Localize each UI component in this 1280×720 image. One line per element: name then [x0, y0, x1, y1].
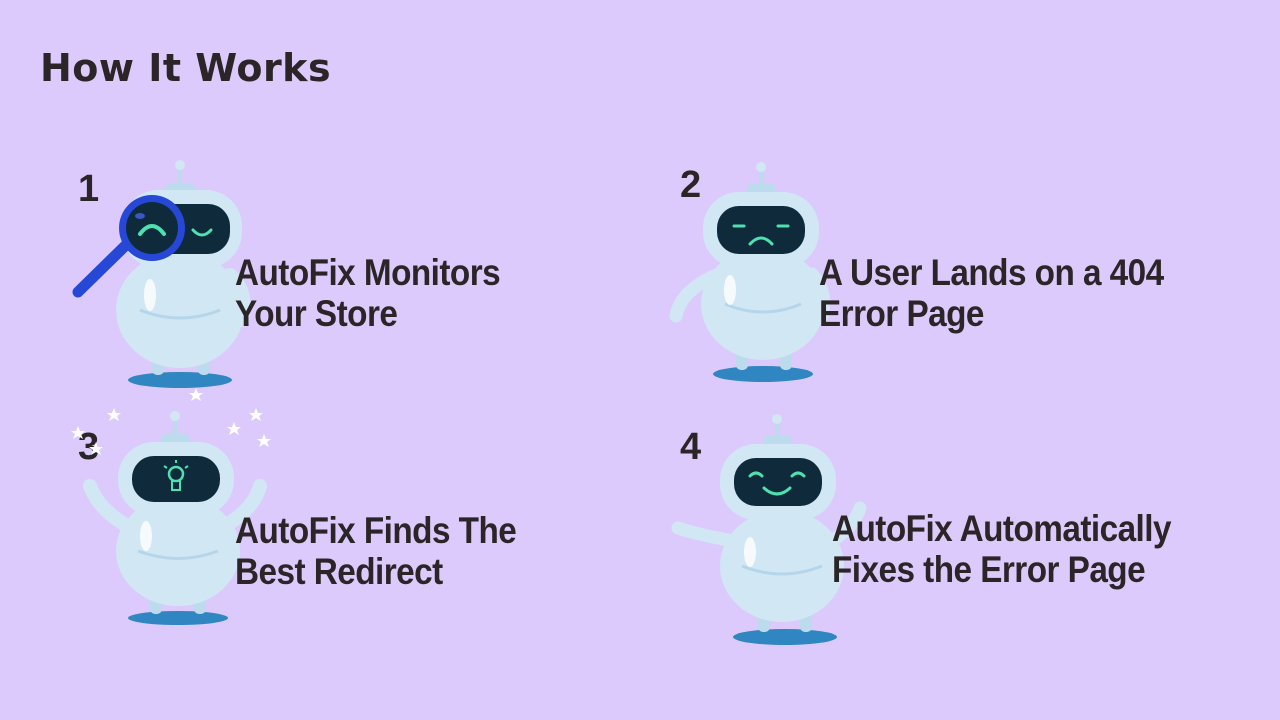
page-title: How It Works	[40, 46, 332, 90]
step-number: 1	[78, 168, 100, 210]
step-number: 4	[680, 426, 702, 468]
step-number: 3	[78, 426, 100, 468]
step-3: 3 AutoFix Finds The Best Redirect	[71, 380, 638, 640]
step-label: AutoFix Finds The Best Redirect	[235, 510, 517, 592]
step-2: 2 A User Lands on a 404 Error Page	[669, 160, 1240, 420]
step-label: AutoFix Automatically Fixes the Error Pa…	[832, 508, 1172, 590]
robot-lightbulb-idea-icon	[71, 388, 271, 625]
sad-robot-icon	[669, 162, 831, 382]
step-label: AutoFix Monitors Your Store	[235, 252, 501, 334]
step-label: A User Lands on a 404 Error Page	[819, 252, 1164, 334]
robot-with-magnifier-icon	[72, 160, 251, 388]
step-4: 4 AutoFix Automatically Fixes the Error …	[671, 410, 1240, 670]
happy-robot-icon	[671, 414, 867, 645]
step-1: 1 AutoFix Monitors Your Store	[72, 160, 638, 420]
step-number: 2	[680, 164, 702, 206]
